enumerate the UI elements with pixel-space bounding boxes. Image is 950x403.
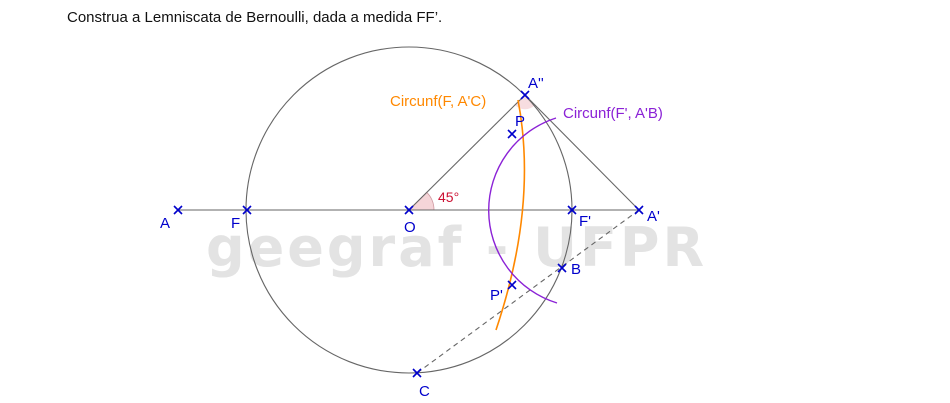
label-a: A <box>160 215 170 232</box>
point-f-marker <box>242 205 252 215</box>
instruction-text: Construa a Lemniscata de Bernoulli, dada… <box>67 9 443 26</box>
angle-marker-app <box>515 95 535 110</box>
dashed-segment-ap-c <box>416 209 640 374</box>
label-p: P <box>515 113 525 130</box>
point-pp-marker <box>507 280 517 290</box>
point-ap-marker <box>634 205 644 215</box>
angle-label: 45° <box>438 189 459 205</box>
label-ap: A' <box>647 208 660 225</box>
label-c: C <box>419 383 430 400</box>
point-markers <box>173 90 644 378</box>
point-o-marker <box>404 205 414 215</box>
point-app-marker <box>520 90 530 100</box>
arc-circunf-fp <box>487 117 558 304</box>
watermark-text: geegraf - UFPR <box>206 216 707 279</box>
label-f: F <box>231 215 240 232</box>
label-pp: P' <box>490 287 503 304</box>
segment-o-app <box>408 94 526 211</box>
label-circunf-fp: Circunf(F', A'B) <box>563 105 663 122</box>
label-fp: F' <box>579 213 591 230</box>
label-o: O <box>404 219 416 236</box>
point-p-marker <box>507 129 517 139</box>
arc-circunf-f <box>495 99 526 331</box>
label-b: B <box>571 261 581 278</box>
segment-app-ap <box>524 94 640 211</box>
point-c-marker <box>412 368 422 378</box>
label-circunf-f: Circunf(F, A'C) <box>390 93 486 110</box>
point-b-marker <box>557 263 567 273</box>
label-app: A'' <box>528 75 544 92</box>
point-a-marker <box>173 205 183 215</box>
point-fp-marker <box>567 205 577 215</box>
